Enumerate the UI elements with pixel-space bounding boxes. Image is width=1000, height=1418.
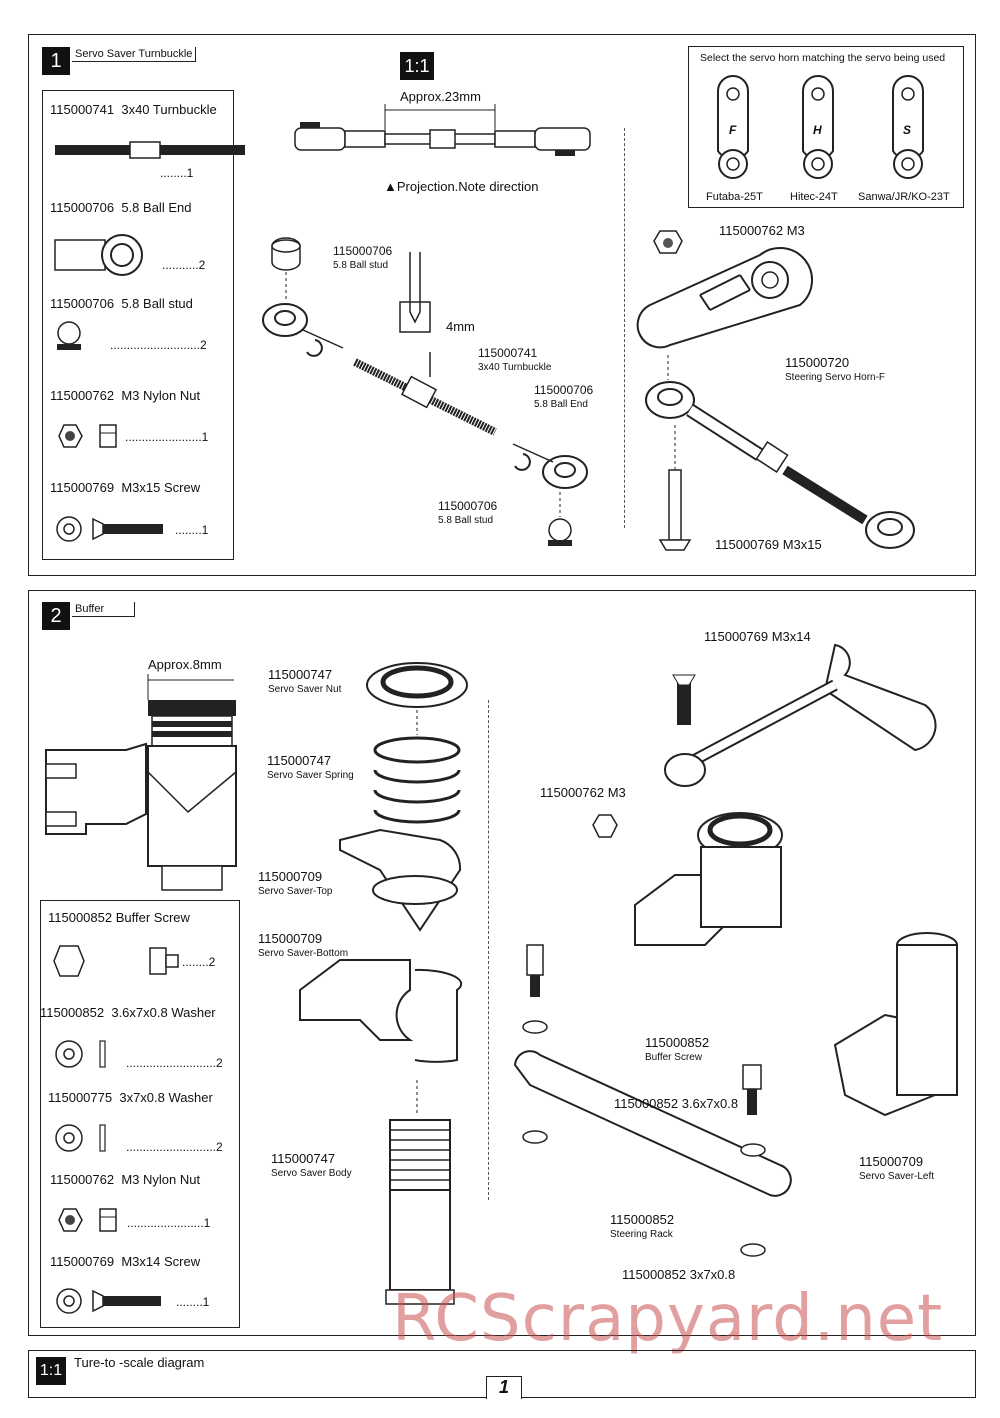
- step1-parts-list: [42, 90, 234, 560]
- step2-qty-4: ........1: [176, 1295, 210, 1309]
- horn-label-sanwa: Sanwa/JR/KO-23T: [858, 191, 950, 203]
- step1-title: Servo Saver Turnbuckle: [72, 47, 197, 62]
- step1-panel: [28, 34, 976, 576]
- step2-title: Buffer: [72, 602, 136, 617]
- nylon-nut-icon: [58, 424, 117, 448]
- step1-part-3: 115000762 M3 Nylon Nut: [50, 388, 201, 403]
- step2-qty-1: ...........................2: [126, 1056, 223, 1070]
- servo-saver-exploded-drawing: [299, 662, 468, 1305]
- ball-stud-icon: [57, 321, 81, 350]
- step2-parts-list: [40, 900, 240, 1328]
- servo-horn-assembly-drawing: [636, 230, 915, 551]
- step1-divider: [624, 128, 625, 528]
- step2-part-1: 115000852 3.6x7x0.8 Washer: [40, 1005, 216, 1020]
- approx-23mm-label: Approx.23mm: [400, 89, 481, 104]
- horn-label-futaba: Futaba-25T: [706, 191, 763, 203]
- watermark: RCScrapyard.net: [392, 1282, 944, 1356]
- horn-letter-h: H: [813, 123, 822, 137]
- screw-icon: [56, 516, 163, 542]
- step2-part-2: 115000775 3x7x0.8 Washer: [48, 1090, 213, 1105]
- callout-m3x15: 115000769 M3x15: [715, 537, 822, 552]
- step2-divider: [488, 700, 489, 1200]
- steering-rack-assembly-drawing: [513, 643, 958, 1257]
- step1-part-1: 115000706 5.8 Ball End: [50, 200, 192, 215]
- turnbuckle-icon: [55, 141, 245, 159]
- turnbuckle-scale-drawing: [294, 104, 591, 156]
- step1-qty-3: .......................1: [125, 430, 209, 444]
- step1-qty-1: ...........2: [162, 258, 206, 272]
- callout-washer-3: 115000852 3x7x0.8: [622, 1267, 736, 1282]
- buffer-scale-drawing: [45, 674, 237, 891]
- horn-label-hitec: Hitec-24T: [790, 191, 838, 203]
- callout-m3-nut: 115000762 M3: [719, 223, 805, 238]
- servo-horn-options-drawing: [717, 75, 924, 179]
- step2-qty-2: ...........................2: [126, 1140, 223, 1154]
- callout-washer-36: 115000852 3.6x7x0.8: [614, 1096, 739, 1111]
- step1-qty-4: ........1: [175, 523, 209, 537]
- step1-part-0: 115000741 3x40 Turnbuckle: [50, 102, 217, 117]
- footer-scale-badge: 1:1: [36, 1357, 66, 1385]
- servo-horn-heading: Select the servo horn matching the servo…: [700, 52, 946, 64]
- servo-horn-selector: [688, 46, 964, 208]
- step2-part-3: 115000762 M3 Nylon Nut: [50, 1172, 201, 1187]
- horn-letter-f: F: [729, 123, 737, 137]
- buffer-screw-icon: [53, 945, 179, 977]
- nylon-nut-icon-2: [58, 1208, 117, 1232]
- step2-qty-0: ........2: [182, 955, 216, 969]
- approx-8mm-label: Approx.8mm: [148, 657, 222, 672]
- turnbuckle-exploded-drawing: [262, 237, 588, 546]
- washer-3-icon: [55, 1124, 106, 1152]
- page-number: 1: [486, 1376, 522, 1399]
- step1-qty-2: ...........................2: [110, 338, 207, 352]
- screw-icon-2: [56, 1288, 161, 1314]
- washer-36-icon: [55, 1040, 106, 1068]
- step2-part-4: 115000769 M3x14 Screw: [50, 1254, 201, 1269]
- horn-letter-s: S: [903, 123, 912, 137]
- step1-part-2: 115000706 5.8 Ball stud: [50, 296, 193, 311]
- step2-qty-3: .......................1: [127, 1216, 211, 1230]
- projection-note: ▲Projection.Note direction: [384, 179, 539, 194]
- tool-size-label: 4mm: [446, 319, 475, 334]
- callout-m3-step2: 115000762 M3: [540, 785, 626, 800]
- step1-scale-badge: 1:1: [400, 52, 434, 80]
- step2-part-0: 115000852 Buffer Screw: [48, 910, 190, 925]
- step1-part-4: 115000769 M3x15 Screw: [50, 480, 201, 495]
- step2-number: 2: [42, 602, 70, 630]
- callout-m3x14: 115000769 M3x14: [704, 629, 811, 644]
- ball-end-icon: [54, 234, 143, 276]
- step1-number: 1: [42, 47, 70, 75]
- step1-qty-0: ........1: [160, 166, 194, 180]
- step2-panel: [28, 590, 976, 1336]
- footer-scale-text: Ture-to -scale diagram: [74, 1355, 205, 1370]
